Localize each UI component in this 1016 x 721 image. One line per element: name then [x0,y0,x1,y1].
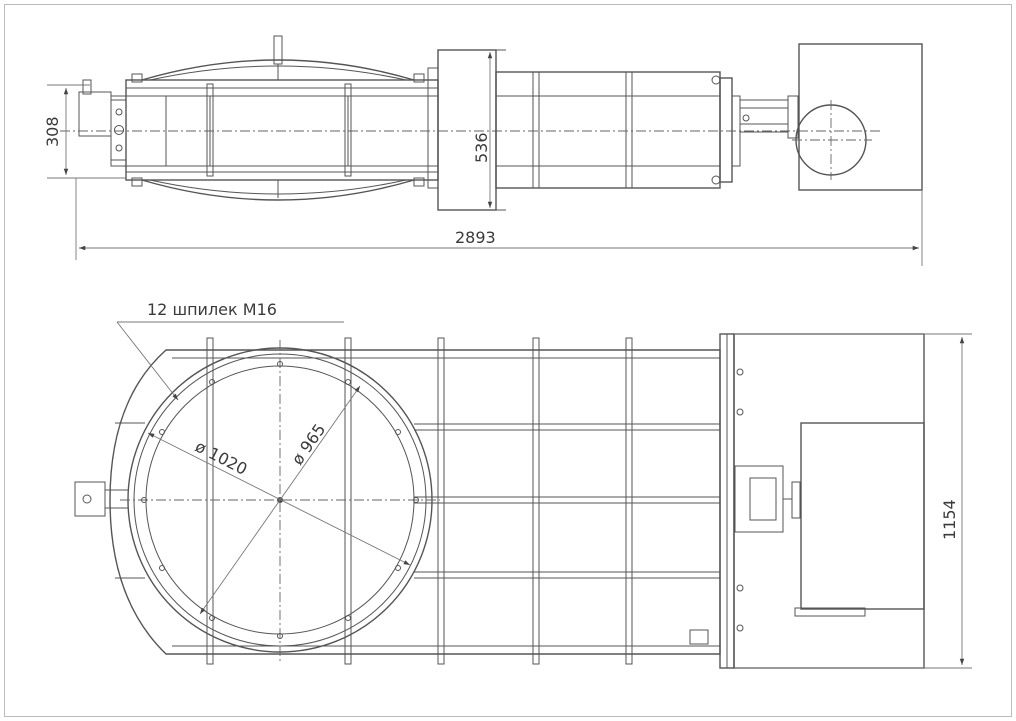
dim-2893: 2893 [455,228,496,247]
dim-diameter-1020: ø 1020 [192,437,250,479]
dim-1154: 1154 [940,499,959,540]
plan-view-dimensions [116,321,972,669]
side-view [60,35,923,211]
bolt-holes [141,361,419,639]
drawing-frame [4,4,1012,717]
plan-view [74,333,925,669]
callout-studs: 12 шпилек М16 [147,300,277,319]
dim-536: 536 [472,132,491,163]
dim-diameter-965: ø 965 [288,420,330,468]
side-view-dimensions [47,52,923,266]
dim-308: 308 [43,116,62,147]
